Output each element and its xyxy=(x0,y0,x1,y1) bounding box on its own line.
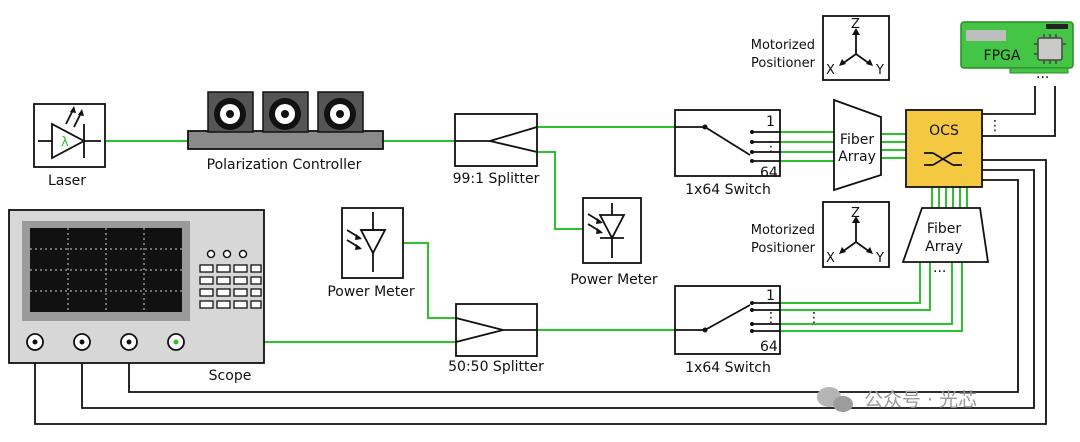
fpga-board: FPGA xyxy=(960,21,1074,74)
positioner-bottom-label-line1: Motorized xyxy=(751,223,815,238)
splitter-50-50-label: 50:50 Splitter xyxy=(448,359,544,375)
fiber-connections xyxy=(106,126,968,343)
power-meter-right-label: Power Meter xyxy=(570,272,658,288)
positioner-top-axis-y: Y xyxy=(875,63,884,78)
paddle-1 xyxy=(207,91,254,133)
fiber-array-top-line1: Fiber xyxy=(840,132,874,148)
switch-top-label: 1x64 Switch xyxy=(685,182,771,198)
laser-label: Laser xyxy=(48,173,86,189)
positioner-top: Z X Y xyxy=(822,15,890,81)
ocs-side-dots: ⋮ xyxy=(988,118,1002,134)
fpga-dots: ··· xyxy=(1036,70,1049,86)
ocs-label: OCS xyxy=(929,123,959,139)
paddle-2 xyxy=(262,91,309,133)
fiber-array-top-line2: Array xyxy=(838,149,876,165)
switch-bottom-dots: ⋮ xyxy=(764,310,778,326)
power-meter-left xyxy=(341,207,404,279)
positioner-bottom-label-line2: Positioner xyxy=(751,241,816,256)
positioner-top-label-line1: Motorized xyxy=(751,38,815,53)
switch-top-dots: ⋮ xyxy=(764,139,778,155)
fpga-label: FPGA xyxy=(984,48,1021,64)
positioner-bottom-axis-x: X xyxy=(826,251,835,266)
polarization-controller xyxy=(187,91,384,150)
watermark-text: 公众号 · 光芯 xyxy=(864,389,977,411)
watermark: 公众号 · 光芯 xyxy=(817,387,977,412)
scope xyxy=(8,209,265,364)
power-meter-right xyxy=(582,197,642,264)
emission-arrows-icon xyxy=(65,106,84,128)
splitter-50-50 xyxy=(455,303,538,357)
positioner-top-label-line2: Positioner xyxy=(751,56,816,71)
crossbar-icon xyxy=(924,152,962,166)
fiber-array-bottom-line1: Fiber xyxy=(927,221,961,237)
scope-grid xyxy=(30,228,182,312)
photodetector-arrows-icon xyxy=(587,213,603,234)
fiber-array-top: Fiber Array xyxy=(833,98,882,192)
switch-bottom: 1 ⋮ 64 xyxy=(674,285,781,355)
positioner-bottom: Z X Y xyxy=(822,201,890,268)
laser-lambda-symbol: λ xyxy=(61,135,69,150)
laser: λ xyxy=(33,103,106,168)
fiber-array-bottom-line2: Array xyxy=(925,239,963,255)
splitter-99-1-label: 99:1 Splitter xyxy=(453,171,540,187)
scope-keypad xyxy=(199,264,262,309)
switch-top: 1 ⋮ 64 xyxy=(674,109,781,181)
photodetector-arrows-icon xyxy=(346,229,362,250)
scope-channel-inputs xyxy=(26,333,185,351)
power-meter-left-label: Power Meter xyxy=(327,284,415,300)
fiber-array-bottom: Fiber Array xyxy=(901,207,990,263)
switch-bottom-label: 1x64 Switch xyxy=(685,360,771,376)
switch-top-port-64: 64 xyxy=(760,165,778,181)
scope-knobs xyxy=(206,249,248,259)
between-switch-dots: ⋮ xyxy=(807,310,821,326)
chip-icon xyxy=(1034,34,1066,64)
positioner-top-axis-z: Z xyxy=(851,17,860,32)
splitter-99-1 xyxy=(454,113,538,167)
polarization-controller-label: Polarization Controller xyxy=(207,157,362,173)
scope-label: Scope xyxy=(209,368,252,384)
switch-bottom-port-64: 64 xyxy=(760,339,778,355)
positioner-bottom-axis-y: Y xyxy=(875,251,884,266)
paddle-3 xyxy=(317,91,364,133)
chat-bubbles-icon xyxy=(817,387,853,412)
switch-bottom-port-1: 1 xyxy=(766,288,775,304)
electrical-cables xyxy=(34,86,1056,425)
ocs: OCS xyxy=(905,109,983,188)
positioner-top-axis-x: X xyxy=(826,63,835,78)
positioner-bottom-axis-z: Z xyxy=(851,206,860,221)
fiber-array-bottom-dots: ··· xyxy=(933,264,946,280)
switch-top-port-1: 1 xyxy=(766,114,775,130)
